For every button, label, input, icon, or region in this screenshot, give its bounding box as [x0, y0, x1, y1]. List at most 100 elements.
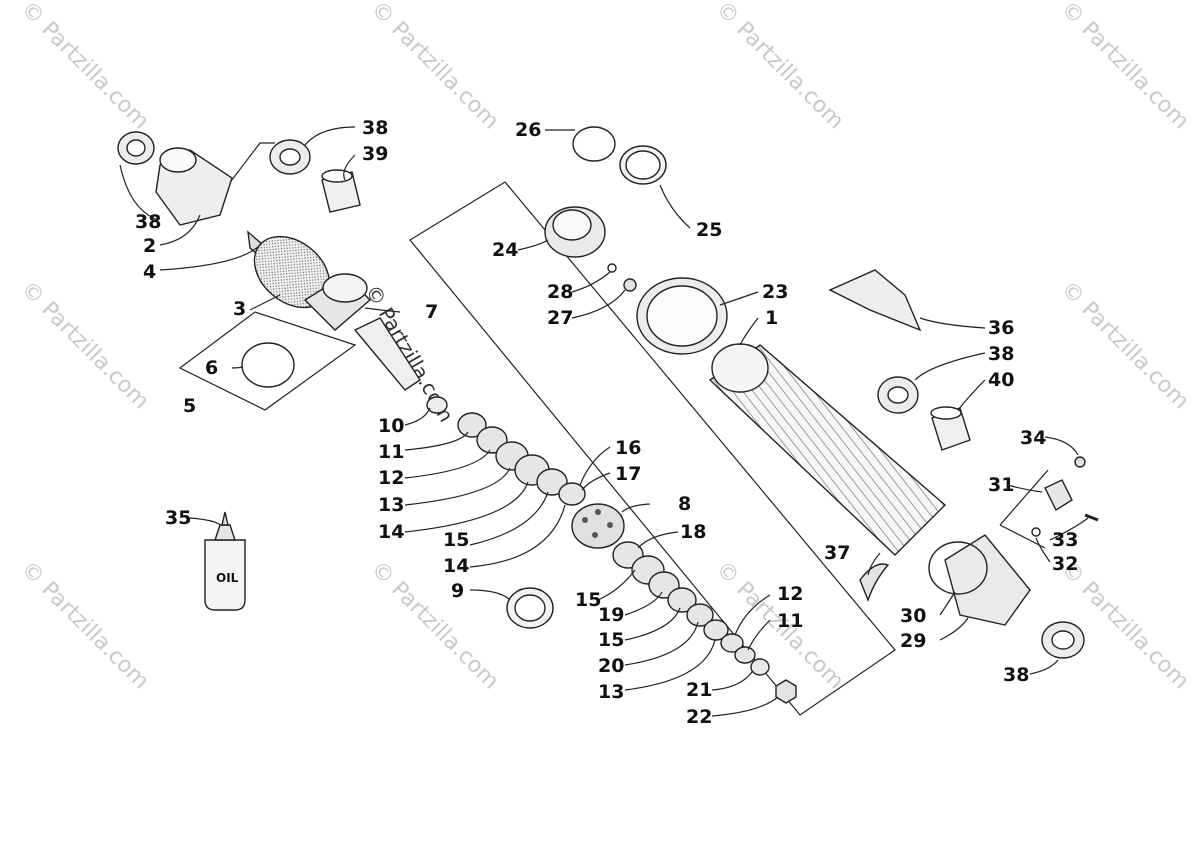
oil-bottle-35: OIL: [204, 511, 246, 611]
sleeve-39-top: [321, 169, 353, 183]
callout-12: 12: [378, 467, 404, 489]
callout-2: 2: [143, 235, 156, 257]
callout-8: 8: [678, 493, 691, 515]
shim-11: [734, 646, 756, 664]
guard-36: [828, 269, 922, 332]
callout-14: 14: [378, 521, 404, 543]
cap-24-top: [552, 209, 592, 241]
o-ring-30: [928, 541, 988, 595]
shim-11: [457, 412, 487, 438]
shim-stack-lower: [612, 541, 797, 704]
watermark: © Partzilla.com: [16, 0, 154, 134]
shock-body-1-top: [711, 343, 769, 393]
callout-35: 35: [165, 507, 191, 529]
callout-27: 27: [547, 307, 573, 329]
o-ring-32: [1031, 527, 1041, 537]
collar-23-inner: [646, 285, 718, 347]
callout-40: 40: [988, 369, 1014, 391]
valve-31: [1044, 479, 1073, 512]
screw-34: [1074, 456, 1086, 468]
shim-15: [667, 587, 697, 613]
bushing-38-lower-hole: [1051, 630, 1075, 650]
callout-21: 21: [686, 679, 712, 701]
callout-15: 15: [443, 529, 469, 551]
nut-22: [775, 679, 797, 704]
shim-15: [536, 468, 568, 496]
ring-25-inner: [625, 150, 661, 180]
shaft-rod: [353, 317, 421, 391]
callout-24: 24: [492, 239, 518, 261]
shaft-group: [241, 230, 448, 414]
o-ring-26: [572, 126, 616, 162]
clip-37: [859, 563, 890, 602]
piston-port: [592, 532, 598, 538]
callout-31: 31: [988, 474, 1014, 496]
watermark: © Partzilla.com: [711, 0, 849, 134]
callout-38: 38: [988, 343, 1014, 365]
oil-bottle-body: [204, 539, 246, 611]
callout-10: 10: [378, 415, 404, 437]
callout-30: 30: [900, 605, 926, 627]
washer-10: [426, 396, 448, 414]
watermark: © Partzilla.com: [366, 0, 504, 134]
callout-19: 19: [598, 604, 624, 626]
callout-28: 28: [547, 281, 573, 303]
callout-33: 33: [1052, 529, 1078, 551]
callout-13: 13: [598, 681, 624, 703]
shim-stack-upper: [457, 412, 625, 629]
callout-37: 37: [824, 542, 850, 564]
watermark: © Partzilla.com: [16, 557, 154, 695]
callout-23: 23: [762, 281, 788, 303]
bushing-38-right-hole: [887, 386, 909, 404]
callout-12: 12: [777, 583, 803, 605]
piston-8: [571, 503, 625, 549]
callout-15: 15: [575, 589, 601, 611]
leader-lines: [119, 126, 1089, 717]
callout-38: 38: [362, 117, 388, 139]
callout-16: 16: [615, 437, 641, 459]
callout-14: 14: [443, 555, 469, 577]
washer-21: [750, 658, 770, 676]
lower-eye-29: [944, 534, 1031, 626]
watermark: © Partzilla.com: [1056, 277, 1194, 415]
piston-band-9-inner: [514, 594, 546, 622]
callout-3: 3: [233, 298, 246, 320]
watermark: © Partzilla.com: [16, 277, 154, 415]
oil-bottle-label: OIL: [216, 571, 239, 585]
watermark: © Partzilla.com: [366, 557, 504, 695]
callout-20: 20: [598, 655, 624, 677]
callout-39: 39: [362, 143, 388, 165]
callout-36: 36: [988, 317, 1014, 339]
valve-27: [623, 278, 637, 292]
callout-38: 38: [1003, 664, 1029, 686]
callout-6: 6: [205, 357, 218, 379]
callout-4: 4: [143, 261, 156, 283]
piston-port: [582, 517, 588, 523]
shim-16: [558, 482, 586, 506]
group-brackets: [178, 142, 1049, 716]
callout-11: 11: [378, 441, 404, 463]
watermark: © Partzilla.com: [1056, 0, 1194, 134]
shim-20: [686, 603, 714, 627]
callout-15: 15: [598, 629, 624, 651]
callout-5: 5: [183, 395, 196, 417]
pin-33: [1084, 513, 1099, 522]
callout-7: 7: [425, 301, 438, 323]
callout-38: 38: [135, 211, 161, 233]
oil-bottle-tip: [221, 511, 229, 526]
callout-34: 34: [1020, 427, 1046, 449]
callout-26: 26: [515, 119, 541, 141]
callout-25: 25: [696, 219, 722, 241]
callout-1: 1: [765, 307, 778, 329]
callout-17: 17: [615, 463, 641, 485]
reservoir-group: [544, 126, 728, 355]
callout-labels: 38 39 38 2 4 3 7 6 5 10 11 12 13 14 15 1…: [135, 117, 1078, 728]
o-ring-28: [607, 263, 617, 273]
bracket-31b: [999, 524, 1046, 549]
callout-32: 32: [1052, 553, 1078, 575]
piston-port: [595, 509, 601, 515]
bracket-31: [999, 469, 1049, 526]
callout-22: 22: [686, 706, 712, 728]
piston-port: [607, 522, 613, 528]
